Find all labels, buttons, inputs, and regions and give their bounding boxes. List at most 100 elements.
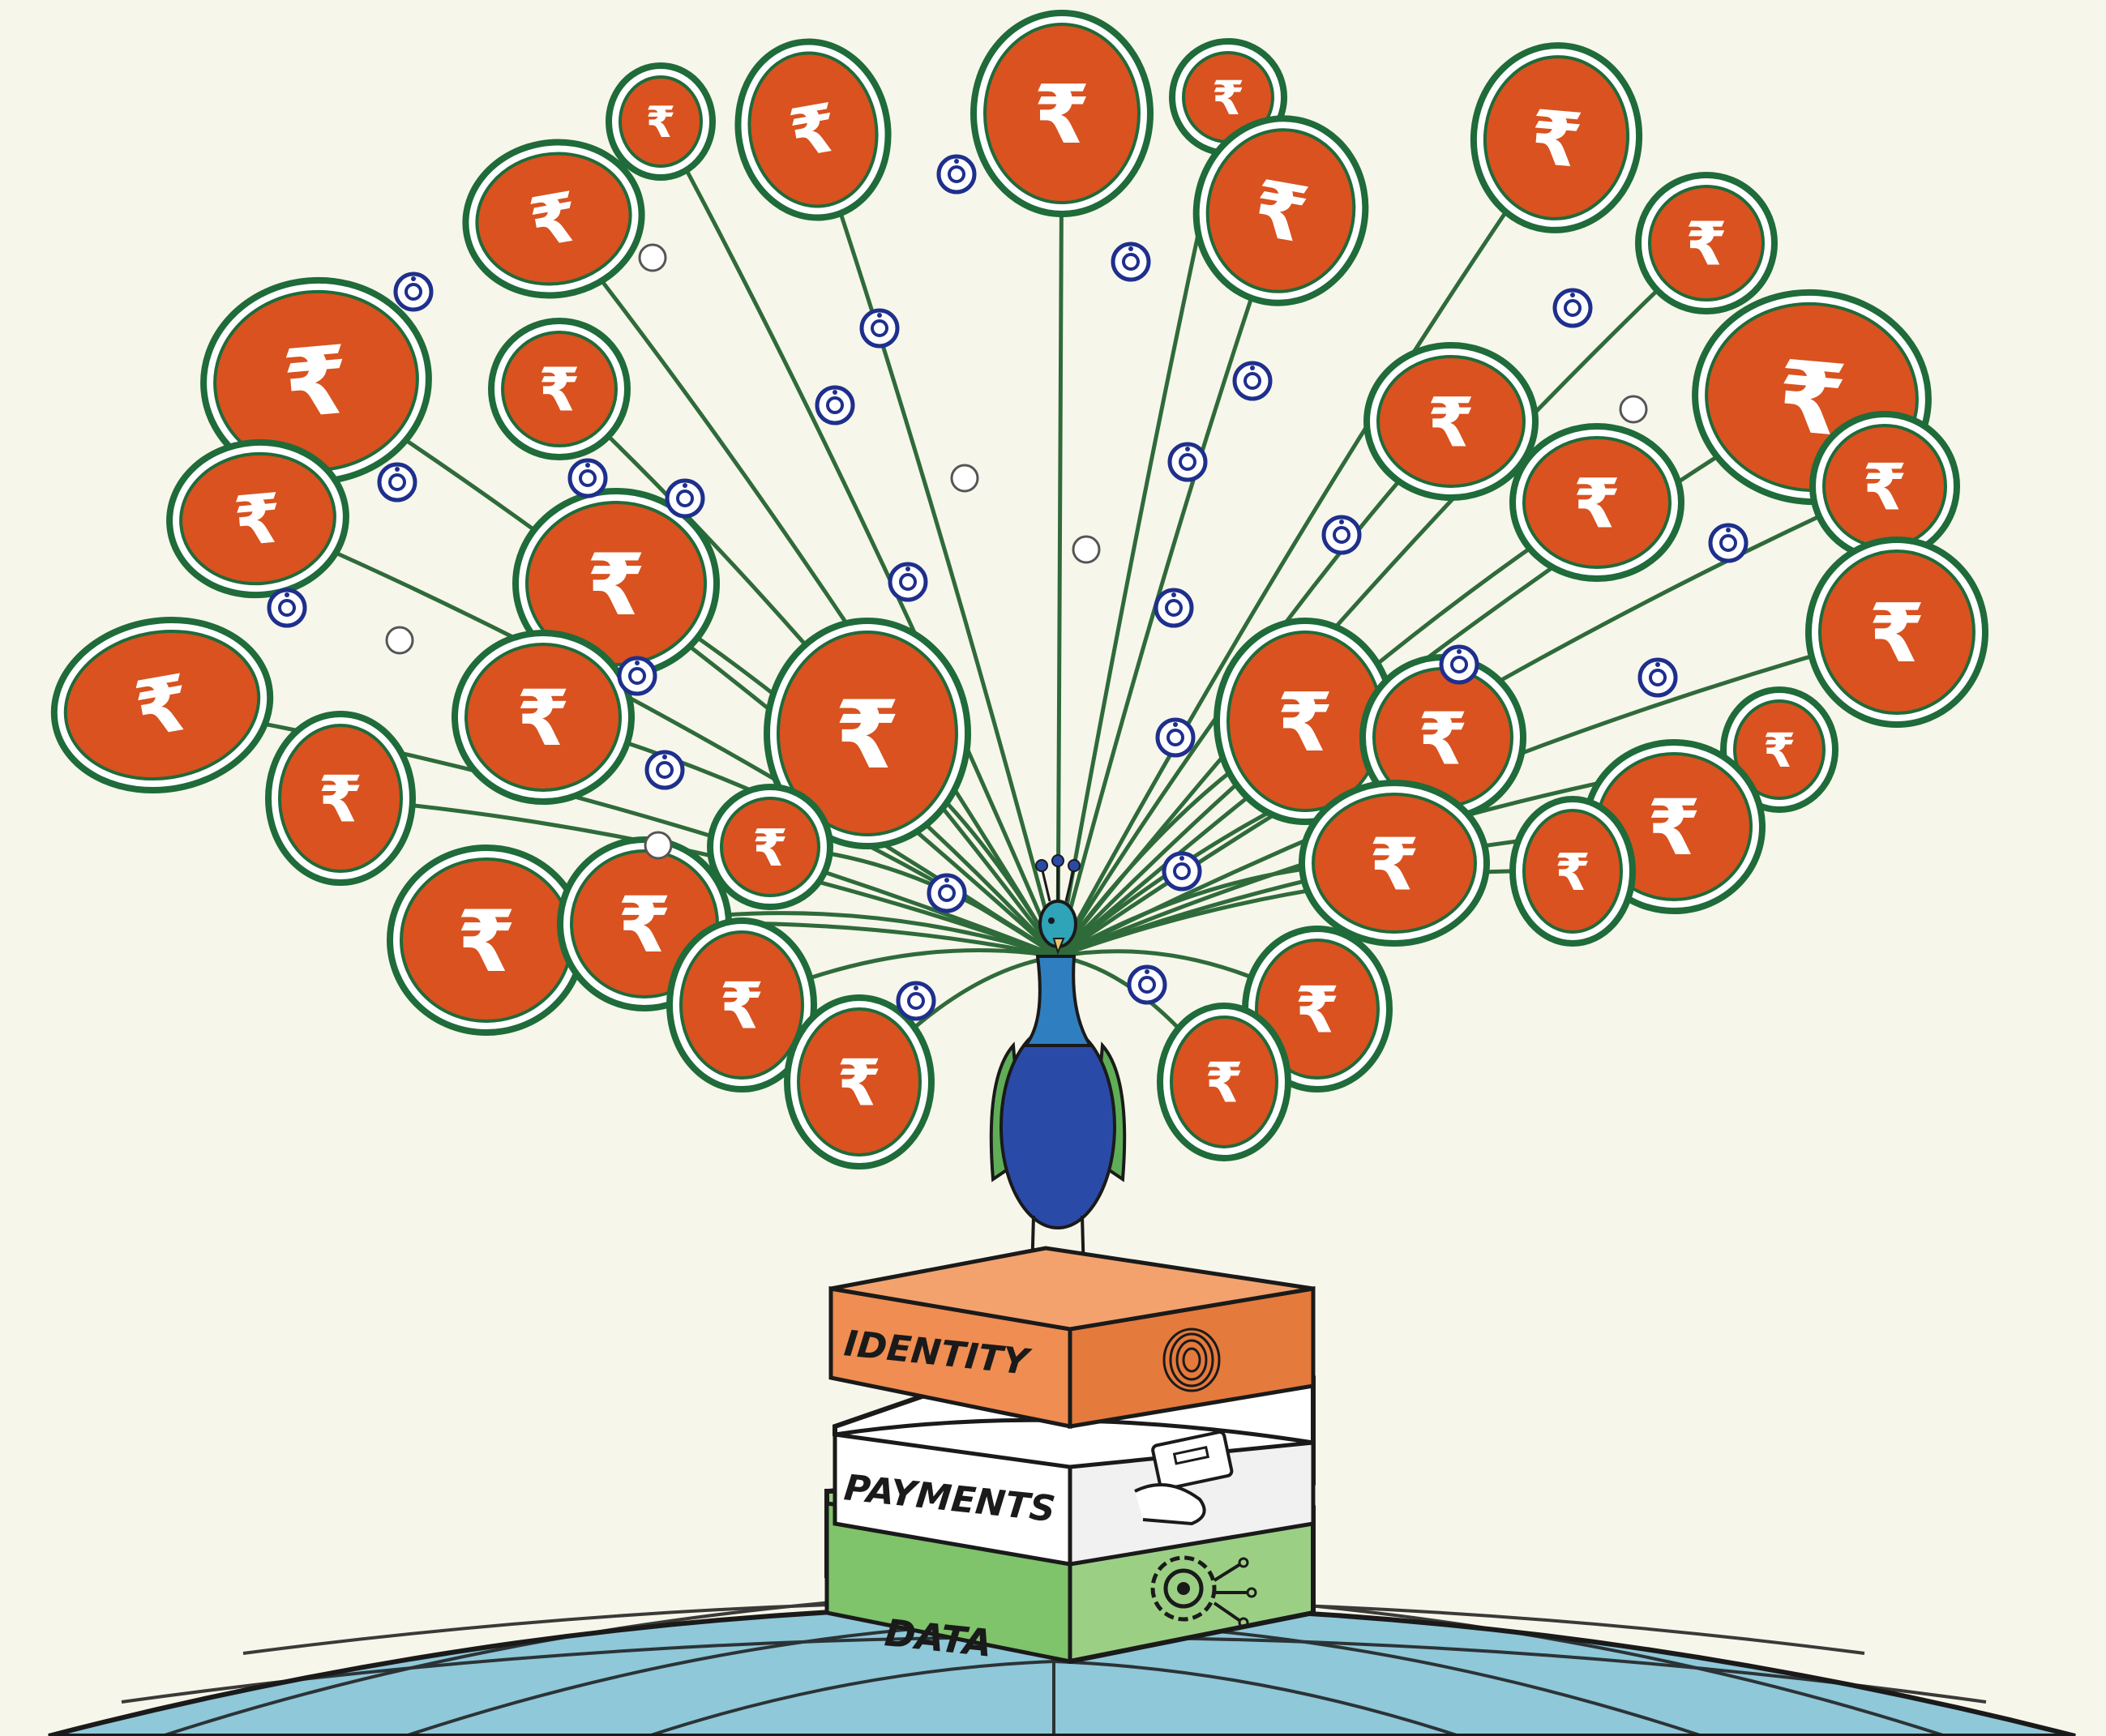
- rupee-leaf: ₹: [1720, 686, 1838, 813]
- rupee-symbol: ₹: [1863, 451, 1907, 525]
- rupee-symbol: ₹: [538, 356, 580, 425]
- rupee-symbol: ₹: [1428, 383, 1475, 462]
- rupee-leaf: ₹: [764, 618, 971, 849]
- layer-stack: DATA PAYMENTS: [824, 1246, 1316, 1665]
- blank-node: [950, 464, 979, 493]
- money-tree: ₹₹₹₹₹₹₹₹₹₹₹₹₹₹₹₹₹₹₹₹₹₹₹₹₹₹₹₹₹₹₹₹₹₹: [50, 10, 1988, 1169]
- rupee-leaf: ₹: [707, 784, 833, 910]
- network-node-icon: [644, 750, 685, 790]
- rupee-leaf: ₹: [166, 438, 349, 599]
- network-node-icon: [1154, 588, 1194, 628]
- network-node-icon: [1708, 523, 1749, 563]
- rupee-leaf: ₹: [970, 10, 1154, 217]
- rupee-leaf: ₹: [1805, 537, 1988, 728]
- stem: [658, 120, 1060, 957]
- stem: [811, 129, 1060, 957]
- rupee-leaf: ₹: [200, 276, 432, 485]
- rupee-symbol: ₹: [516, 674, 570, 763]
- rupee-symbol: ₹: [279, 326, 353, 441]
- rupee-symbol: ₹: [319, 763, 363, 837]
- network-node-icon: [393, 272, 434, 312]
- rupee-leaf: ₹: [1509, 423, 1684, 582]
- rupee-leaf: ₹: [387, 844, 586, 1036]
- rupee-symbol: ₹: [1295, 973, 1340, 1048]
- network-node-icon: [888, 562, 928, 602]
- rupee-leaf: ₹: [1192, 115, 1369, 306]
- rupee-symbol: ₹: [837, 1046, 882, 1121]
- rupee-symbol: ₹: [1212, 71, 1244, 126]
- fingerprint-icon: [1162, 1328, 1221, 1392]
- rupee-symbol: ₹: [1685, 210, 1727, 280]
- rupee-symbol: ₹: [456, 892, 516, 991]
- gear-circuit-icon: [1150, 1555, 1257, 1628]
- network-node-icon: [1127, 964, 1167, 1005]
- rupee-leaf: ₹: [50, 616, 274, 794]
- network-node-icon: [936, 154, 977, 195]
- card-hand-icon: [1134, 1430, 1234, 1526]
- rupee-leaf: ₹: [734, 38, 892, 221]
- rupee-symbol: ₹: [1573, 464, 1620, 543]
- blank-node: [385, 626, 414, 655]
- network-node-icon: [567, 458, 608, 498]
- network-node-icon: [1162, 851, 1202, 892]
- network-node-icon: [896, 981, 936, 1021]
- blank-node: [1619, 395, 1648, 424]
- network-node-icon: [815, 385, 855, 425]
- rupee-leaf: ₹: [1809, 411, 1960, 562]
- blank-node: [638, 243, 667, 272]
- rupee-symbol: ₹: [586, 536, 645, 635]
- network-node-icon: [1439, 644, 1479, 685]
- network-node-icon: [617, 656, 657, 696]
- rupee-symbol: ₹: [646, 98, 676, 148]
- rupee-leaf: ₹: [606, 62, 716, 181]
- network-node-icon: [1637, 657, 1678, 698]
- network-node-icon: [1552, 288, 1593, 328]
- network-node-icon: [1111, 242, 1151, 282]
- network-node-icon: [1155, 717, 1196, 758]
- rupee-leaf: ₹: [1169, 38, 1287, 156]
- stem: [340, 796, 1059, 959]
- rupee-symbol: ₹: [1034, 67, 1090, 162]
- network-node-icon: [859, 308, 900, 348]
- rupee-leaf: ₹: [452, 630, 635, 805]
- rupee-symbol: ₹: [1555, 843, 1590, 902]
- rupee-symbol: ₹: [1369, 822, 1419, 906]
- network-node-icon: [665, 478, 705, 519]
- rupee-symbol: ₹: [835, 681, 901, 790]
- rupee-leaf: ₹: [1509, 796, 1636, 947]
- network-node-icon: [1232, 361, 1273, 401]
- identity-box: IDENTITY: [828, 1246, 1316, 1430]
- rupee-leaf: ₹: [462, 139, 645, 299]
- stem: [1055, 210, 1283, 957]
- network-node-icon: [1321, 515, 1362, 555]
- network-node-icon: [927, 873, 967, 913]
- rupee-leaf: ₹: [1363, 342, 1539, 501]
- stem: [1055, 113, 1064, 957]
- stem: [1055, 136, 1559, 958]
- rupee-symbol: ₹: [618, 881, 671, 970]
- rupee-symbol: ₹: [720, 969, 764, 1044]
- rupee-leaf: ₹: [265, 711, 416, 886]
- rupee-leaf: ₹: [512, 488, 720, 679]
- rupee-leaf: ₹: [488, 318, 631, 460]
- network-node-icon: [267, 588, 307, 628]
- rupee-leaf: ₹: [1299, 780, 1490, 947]
- rupee-leaf: ₹: [666, 917, 817, 1092]
- rupee-symbol: ₹: [1526, 94, 1586, 185]
- rupee-symbol: ₹: [1647, 784, 1701, 873]
- rupee-leaf: ₹: [1635, 172, 1778, 314]
- rupee-symbol: ₹: [1277, 675, 1333, 770]
- rupee-symbol: ₹: [231, 478, 285, 562]
- network-node-icon: [377, 462, 417, 502]
- rupee-symbol: ₹: [1868, 586, 1925, 681]
- stem: [552, 217, 1060, 958]
- rupee-symbol: ₹: [1418, 696, 1468, 780]
- rupee-leaf: ₹: [1359, 654, 1526, 821]
- rupee-symbol: ₹: [752, 819, 788, 878]
- rupee-leaf: ₹: [1157, 1003, 1291, 1161]
- rupee-leaf: ₹: [1470, 42, 1643, 233]
- blank-node: [644, 831, 673, 860]
- rupee-leaf: ₹: [1214, 618, 1397, 825]
- rupee-symbol: ₹: [1205, 1052, 1243, 1116]
